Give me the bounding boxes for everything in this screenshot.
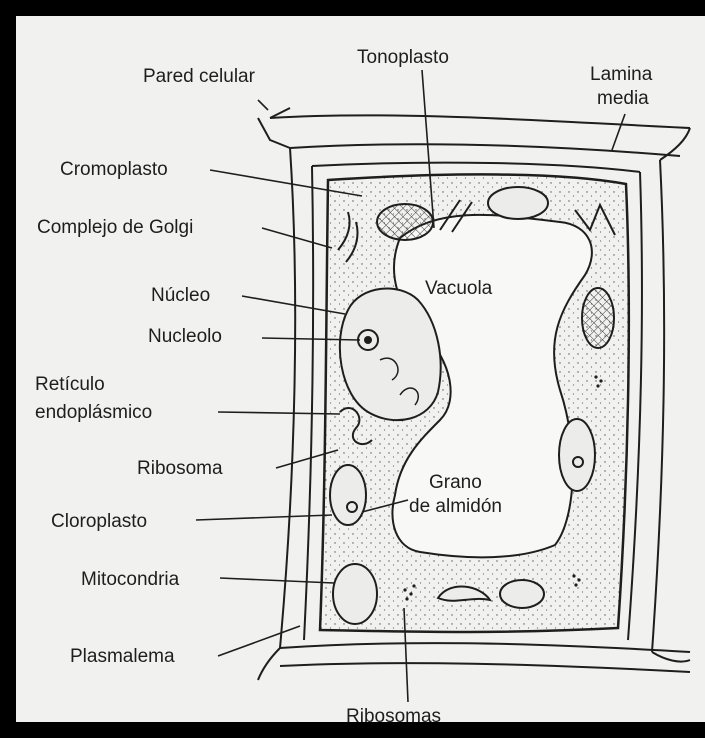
chromoplast: [377, 204, 433, 240]
label-complejo-golgi: Complejo de Golgi: [37, 217, 193, 238]
label-plasmalema: Plasmalema: [70, 646, 175, 667]
label-lamina-media-line2: media: [597, 88, 649, 109]
label-ribosomas: Ribosomas: [346, 706, 441, 727]
label-grano-line1: Grano: [429, 472, 482, 493]
label-reticulo-line2: endoplásmico: [35, 402, 152, 423]
label-mitocondria: Mitocondria: [81, 569, 180, 590]
label-pared-celular: Pared celular: [143, 66, 256, 87]
label-reticulo-line1: Retículo: [35, 374, 105, 395]
label-vacuola: Vacuola: [425, 278, 493, 299]
label-cromoplasto: Cromoplasto: [60, 159, 168, 180]
chromoplast-2: [582, 288, 614, 348]
label-tonoplasto: Tonoplasto: [357, 47, 449, 68]
nucleus: [340, 289, 441, 421]
label-nucleo: Núcleo: [151, 285, 210, 306]
label-nucleolo: Nucleolo: [148, 326, 222, 347]
label-ribosoma: Ribosoma: [137, 458, 223, 479]
label-lamina-media-line1: Lamina: [590, 64, 653, 85]
label-grano-line2: de almidón: [409, 496, 502, 517]
label-cloroplasto: Cloroplasto: [51, 511, 147, 532]
